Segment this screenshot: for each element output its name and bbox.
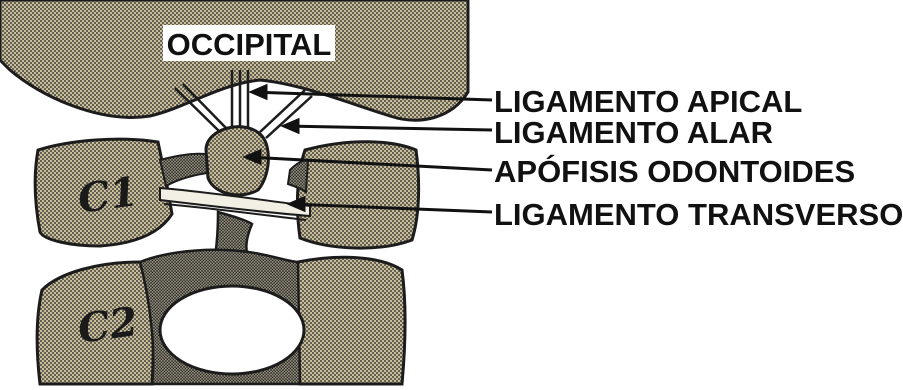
occipital-title: OCCIPITAL <box>167 27 332 62</box>
label-apical: LIGAMENTO APICAL <box>494 84 802 119</box>
label-transverse: LIGAMENTO TRANSVERSO <box>494 197 903 232</box>
c1-right-mass <box>297 142 418 248</box>
c2-label: C2 <box>75 298 141 353</box>
label-odontoid: APÓFISIS ODONTOIDES <box>494 153 855 189</box>
label-alar: LIGAMENTO ALAR <box>494 115 773 150</box>
c1-label: C1 <box>75 168 141 223</box>
c2-foramen <box>160 286 304 374</box>
c2-right-mass <box>295 257 405 384</box>
